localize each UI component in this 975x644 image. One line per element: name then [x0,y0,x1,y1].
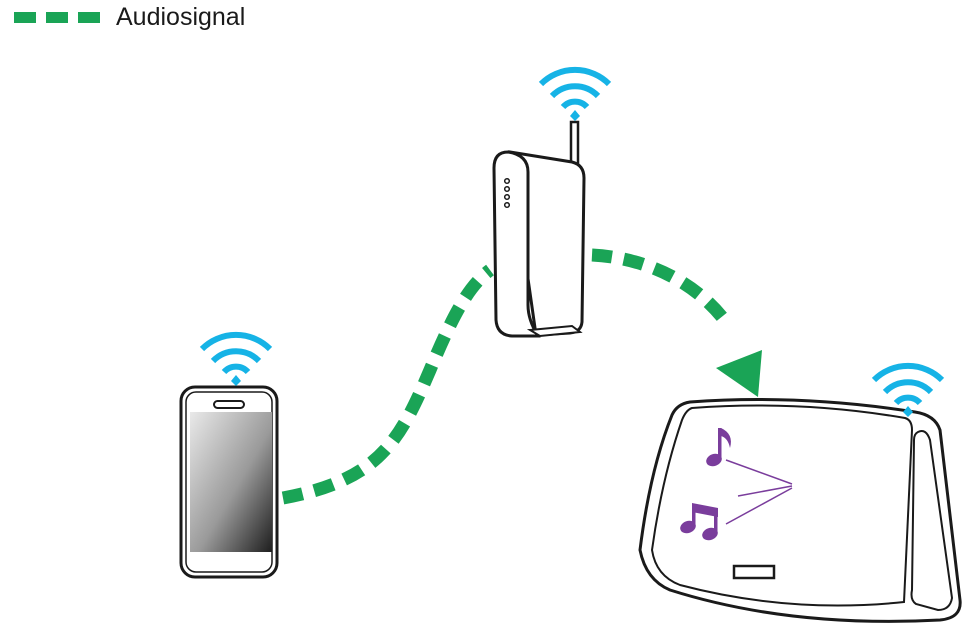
wifi-icon [538,66,612,121]
audio-signal-path-phone-to-router [281,264,495,505]
legend-dash-swatch [46,11,68,23]
wireless-speaker [638,398,962,623]
music-beamed-notes-icon [680,503,718,541]
router [492,120,586,338]
music-note-icon [706,428,731,467]
phone-screen [190,412,272,552]
audio-signal-arrowhead [716,350,762,397]
smartphone [179,385,279,579]
router-led [503,177,511,185]
router-led [503,185,511,193]
router-led [503,201,511,209]
audio-signal-path-router-to-speaker [591,248,734,329]
phone-speaker-slot [213,400,245,409]
wifi-icon [871,362,945,417]
legend-label: Audiosignal [116,2,246,31]
legend-dash-swatch [14,11,36,23]
sound-rays [725,459,793,525]
legend: Audiosignal [14,2,245,32]
speaker-badge [732,564,776,580]
wifi-icon [199,331,273,386]
legend-dash-swatch [78,11,100,23]
router-led [503,193,511,201]
